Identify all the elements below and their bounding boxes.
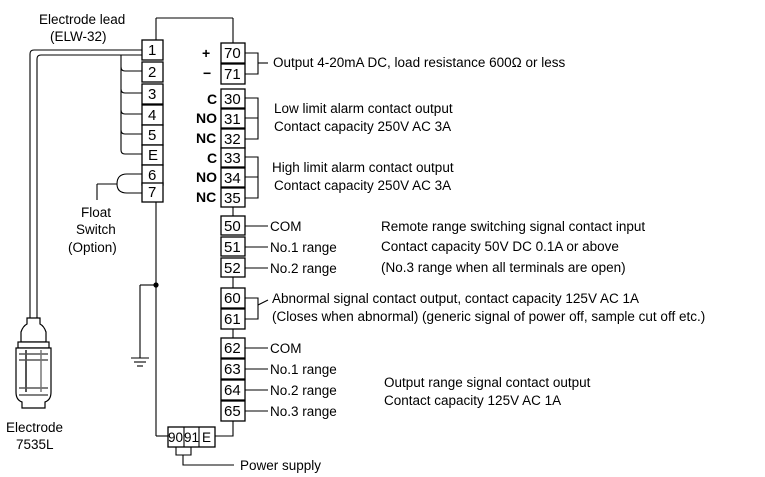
- float-switch-label-1: Float: [81, 205, 111, 220]
- terminal-91-label: 91: [184, 430, 199, 445]
- power-supply-label: Power supply: [240, 458, 321, 473]
- lead-branch-2: [120, 66, 142, 72]
- high-alarm-bracket: [245, 156, 259, 199]
- terminal-33-label: 33: [224, 150, 241, 167]
- orange-r1-label: No.1 range: [270, 362, 337, 377]
- remote-desc3: (No.3 range when all terminals are open): [381, 260, 626, 275]
- terminal-63-label: 63: [224, 361, 241, 378]
- high-marker-no: NO: [196, 169, 217, 185]
- lead-bus: [120, 55, 142, 155]
- minus-symbol: −: [203, 65, 211, 81]
- power-leader: [182, 455, 234, 466]
- terminal-70-label: 70: [224, 45, 241, 62]
- low-alarm-line1: Low limit alarm contact output: [274, 101, 453, 116]
- terminal-52-label: 52: [224, 260, 241, 277]
- terminal-6-label: 6: [148, 167, 156, 184]
- terminal-64-label: 64: [224, 382, 241, 399]
- high-marker-c: C: [207, 150, 217, 166]
- terminal-7-label: 7: [148, 184, 156, 201]
- orange-r2-label: No.2 range: [270, 383, 337, 398]
- electrode-model: 7535L: [16, 437, 54, 452]
- terminal-71-label: 71: [224, 66, 241, 83]
- high-alarm-line1: High limit alarm contact output: [272, 160, 454, 175]
- lead-branch-4: [120, 109, 142, 115]
- terminal-pe-label: E: [202, 430, 211, 445]
- lead-cable-outer: [29, 49, 142, 318]
- float-switch-loop: [116, 173, 142, 194]
- orange-desc2: Contact capacity 125V AC 1A: [384, 393, 561, 408]
- terminal-e-label: E: [148, 147, 158, 164]
- terminal-51-label: 51: [224, 239, 241, 256]
- low-marker-no: NO: [196, 110, 217, 126]
- high-marker-nc: NC: [196, 189, 216, 205]
- terminal-90-label: 90: [168, 430, 183, 445]
- remote-desc1: Remote range switching signal contact in…: [381, 219, 645, 234]
- electrode-sensor-icon: [15, 317, 52, 409]
- terminal-61-label: 61: [224, 311, 241, 328]
- remote-r2-label: No.2 range: [270, 261, 337, 276]
- terminal-3: [141, 83, 164, 105]
- remote-com-label: COM: [270, 219, 302, 234]
- abnormal-line1: Abnormal signal contact output, contact …: [272, 291, 639, 306]
- low-marker-c: C: [207, 91, 217, 107]
- orange-r3-label: No.3 range: [270, 404, 337, 419]
- terminal-35-label: 35: [224, 190, 241, 207]
- terminal-5-label: 5: [148, 127, 156, 144]
- trunk-to-power: [214, 421, 234, 437]
- terminal-65-label: 65: [224, 403, 241, 420]
- orange-desc1: Output range signal contact output: [384, 375, 591, 390]
- low-alarm-line2: Contact capacity 250V AC 3A: [274, 119, 451, 134]
- remote-desc2: Contact capacity 50V DC 0.1A or above: [381, 239, 619, 254]
- abnormal-bracket: [245, 297, 259, 320]
- plus-symbol: +: [202, 45, 210, 61]
- ground-symbol-icon: [131, 357, 149, 367]
- terminal-2: [141, 61, 164, 83]
- lead-branch-5: [120, 129, 142, 135]
- remote-r1-label: No.1 range: [270, 240, 337, 255]
- float-switch-label-3: (Option): [68, 240, 117, 255]
- electrode-title: Electrode: [6, 420, 63, 435]
- electrode-lead-title: Electrode lead: [39, 12, 125, 27]
- terminal-62-label: 62: [224, 340, 241, 357]
- output-bracket: [245, 52, 259, 75]
- high-alarm-line2: Contact capacity 250V AC 3A: [274, 178, 451, 193]
- terminal-2-label: 2: [148, 64, 156, 81]
- output-label: Output 4-20mA DC, load resistance 600Ω o…: [273, 55, 565, 70]
- orange-com-label: COM: [270, 341, 302, 356]
- electrode-lead-model: (ELW-32): [50, 29, 107, 44]
- power-bracket: [175, 447, 192, 456]
- lead-branch-3: [120, 88, 142, 94]
- terminal-34-label: 34: [224, 170, 241, 187]
- terminal-3-label: 3: [148, 86, 156, 103]
- terminal-60-label: 60: [224, 290, 241, 307]
- abnormal-line2: (Closes when abnormal) (generic signal o…: [272, 309, 705, 324]
- terminal-1-label: 1: [148, 42, 156, 59]
- terminal-30-label: 30: [224, 91, 241, 108]
- abnormal-leader: [257, 299, 269, 306]
- float-switch-label-2: Switch: [76, 222, 116, 237]
- terminal-50-label: 50: [224, 218, 241, 235]
- left-terminal-block: 1 2 3 4 5 E 6 7: [141, 39, 164, 203]
- low-marker-nc: NC: [196, 130, 216, 146]
- terminal-31-label: 31: [224, 111, 241, 128]
- lead-cable-inner: [36, 54, 142, 318]
- low-alarm-bracket: [245, 97, 259, 140]
- terminal-4-label: 4: [148, 107, 156, 124]
- terminal-32-label: 32: [224, 131, 241, 148]
